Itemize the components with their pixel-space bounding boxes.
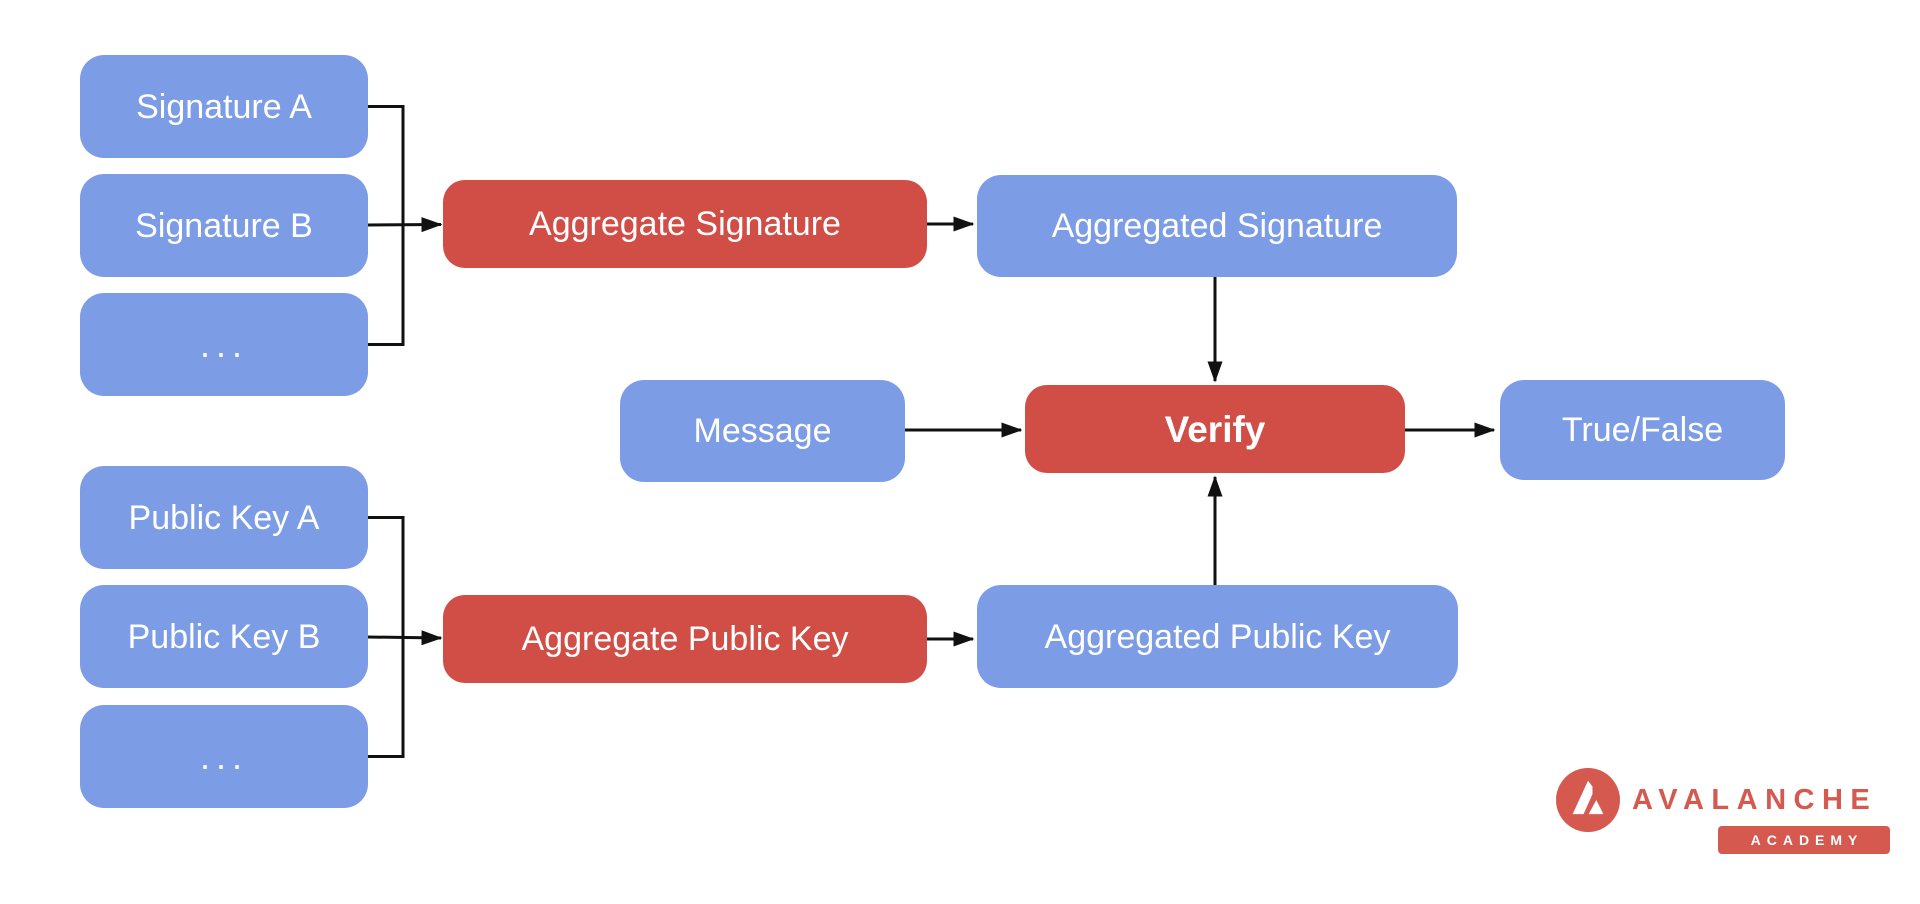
node-aggregated-signature: Aggregated Signature (977, 175, 1457, 277)
node-public-key-b: Public Key B (80, 585, 368, 688)
node-signature-ellipsis: ... (80, 293, 368, 396)
node-verify: Verify (1025, 385, 1405, 473)
node-message: Message (620, 380, 905, 482)
node-aggregated-public-key: Aggregated Public Key (977, 585, 1458, 688)
node-signature-b: Signature B (80, 174, 368, 277)
brand-wordmark: AVALANCHE (1632, 784, 1878, 816)
academy-badge: ACADEMY (1718, 826, 1890, 854)
node-aggregate-public-key: Aggregate Public Key (443, 595, 927, 683)
edge-signature-b-to-aggregate-signature (367, 217, 443, 233)
node-public-key-a: Public Key A (80, 466, 368, 569)
node-true-false: True/False (1500, 380, 1785, 480)
node-aggregate-signature: Aggregate Signature (443, 180, 927, 268)
avalanche-academy-logo: AVALANCHE ACADEMY (1556, 764, 1896, 864)
edge-public-key-b-to-aggregate-public-key (367, 630, 443, 646)
node-public-key-ellipsis: ... (80, 705, 368, 808)
avalanche-icon (1556, 768, 1620, 832)
node-signature-a: Signature A (80, 55, 368, 158)
academy-badge-label: ACADEMY (1750, 832, 1864, 848)
